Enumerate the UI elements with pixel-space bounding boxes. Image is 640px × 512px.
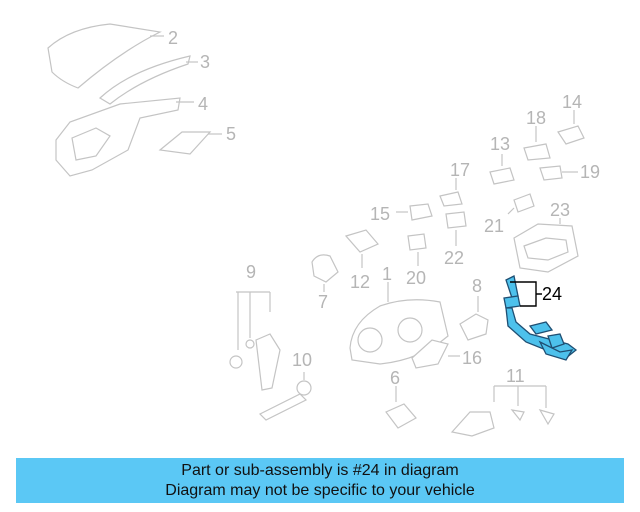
callout-2[interactable]: 2 — [168, 28, 178, 48]
callout-19[interactable]: 19 — [580, 162, 600, 182]
part-20-shape[interactable] — [407, 233, 427, 266]
part-17-shape[interactable] — [439, 178, 463, 207]
callout-24[interactable]: 24 — [542, 284, 562, 304]
part-4-shape[interactable] — [55, 97, 194, 177]
callout-11[interactable]: 11 — [506, 366, 525, 386]
info-banner: Part or sub-assembly is #24 in diagram D… — [16, 458, 624, 503]
callout-6[interactable]: 6 — [390, 368, 400, 388]
callout-15[interactable]: 15 — [370, 204, 390, 224]
callout-10[interactable]: 10 — [292, 350, 312, 370]
callout-21[interactable]: 21 — [484, 216, 504, 236]
part-5-shape[interactable] — [158, 131, 222, 155]
parts-diagram: 1 2 3 4 5 6 7 8 9 10 11 12 13 14 15 16 1… — [47, 23, 600, 437]
part-12-shape[interactable] — [344, 229, 379, 268]
callout-4[interactable]: 4 — [198, 94, 208, 114]
callout-18[interactable]: 18 — [526, 108, 546, 128]
part-21-shape[interactable] — [507, 193, 535, 215]
part-15-shape[interactable] — [396, 203, 433, 221]
callout-16[interactable]: 16 — [462, 348, 482, 368]
part-2-shape[interactable] — [47, 23, 164, 89]
part-16-shape[interactable] — [411, 339, 460, 369]
part-8-shape[interactable] — [459, 296, 489, 341]
part-10-shape[interactable] — [258, 372, 312, 421]
callout-5[interactable]: 5 — [226, 124, 236, 144]
part-9-shape[interactable] — [229, 291, 281, 391]
part-18-shape[interactable] — [523, 126, 551, 161]
callout-12[interactable]: 12 — [350, 272, 370, 292]
callout-17[interactable]: 17 — [450, 160, 470, 180]
part-22-shape[interactable] — [445, 211, 467, 246]
callout-8[interactable]: 8 — [472, 276, 482, 296]
part-7-shape[interactable] — [311, 254, 339, 292]
part-14-shape[interactable] — [557, 110, 585, 145]
part-23-shape[interactable] — [513, 218, 579, 273]
part-6-shape[interactable] — [385, 386, 417, 429]
callout-3[interactable]: 3 — [200, 52, 210, 72]
callout-9[interactable]: 9 — [246, 262, 256, 282]
banner-line-1: Part or sub-assembly is #24 in diagram — [181, 462, 459, 479]
callout-22[interactable]: 22 — [444, 248, 464, 268]
part-19-shape[interactable] — [539, 165, 578, 181]
callout-13[interactable]: 13 — [490, 134, 510, 154]
part-11-shape[interactable] — [450, 385, 555, 437]
part-24-shape[interactable] — [503, 275, 578, 361]
part-13-shape[interactable] — [489, 154, 515, 185]
callout-7[interactable]: 7 — [318, 292, 328, 312]
part-3-shape[interactable] — [99, 55, 198, 105]
callout-1[interactable]: 1 — [382, 264, 392, 284]
banner-line-2: Diagram may not be specific to your vehi… — [165, 482, 475, 499]
callout-23[interactable]: 23 — [550, 200, 570, 220]
callout-14[interactable]: 14 — [562, 92, 582, 112]
callout-20[interactable]: 20 — [406, 268, 426, 288]
